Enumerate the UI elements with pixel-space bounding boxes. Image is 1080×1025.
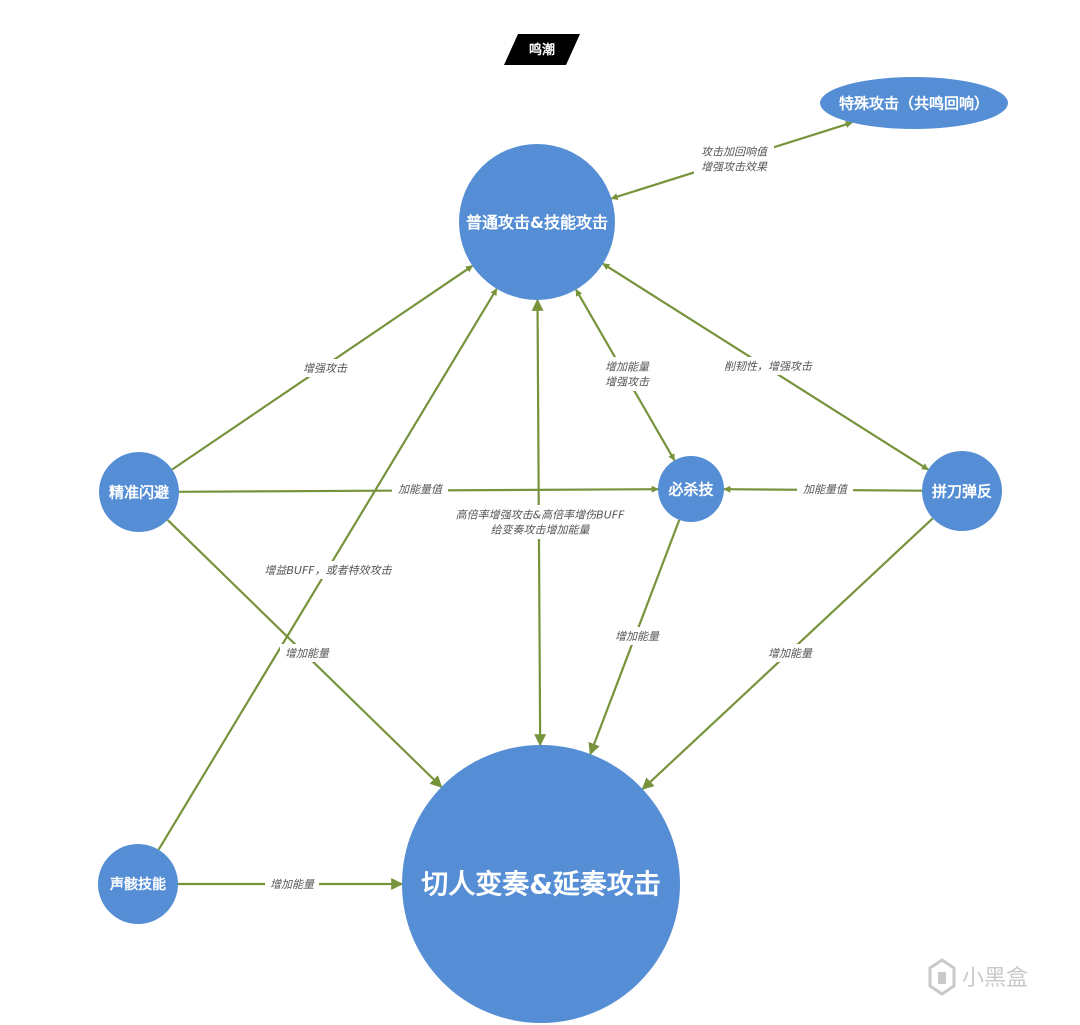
edge-label-parry-to-ultimate: 加能量值 xyxy=(797,480,853,498)
edge-label-text: 增强攻击 xyxy=(605,376,650,389)
xiaoheihe-logo-icon xyxy=(928,958,956,996)
edge-label-text: 增强攻击效果 xyxy=(701,161,768,174)
edge-label-text: 增加能量 xyxy=(605,361,650,374)
node-dodge: 精准闪避 xyxy=(99,452,179,532)
edge-label-background xyxy=(599,357,655,391)
node-shape xyxy=(402,745,680,1023)
edge-label-text: 增加能量 xyxy=(768,647,813,660)
edge-label-text: 加能量值 xyxy=(803,483,849,496)
edge-label-text: 增加能量 xyxy=(285,647,330,660)
edge-label-text: 削韧性，增强攻击 xyxy=(724,360,813,373)
edge-label-text: 增加能量 xyxy=(615,630,660,643)
node-special: 特殊攻击（共鸣回响） xyxy=(820,77,1008,129)
edge-label-dodge-to-ultimate: 加能量值 xyxy=(392,480,448,498)
edge-label-background xyxy=(797,480,853,498)
edge-label-background xyxy=(392,480,448,498)
edge-labels-layer: 攻击加回响值增强攻击效果增强攻击增加能量增强攻击削韧性，增强攻击加能量值加能量值… xyxy=(253,142,853,893)
edge-label-background xyxy=(442,505,638,539)
edge-label-background xyxy=(610,627,664,645)
node-label: 普通攻击&技能攻击 xyxy=(466,213,608,232)
edge-label-text: 增强攻击 xyxy=(303,362,348,375)
edge-label-background xyxy=(265,875,319,893)
node-parry: 拼刀弹反 xyxy=(922,451,1002,531)
edge-label-background xyxy=(280,644,334,662)
watermark: 小黑盒 xyxy=(928,958,1028,996)
node-label: 必杀技 xyxy=(667,480,714,498)
node-shape xyxy=(98,844,178,924)
edge-label-text: 攻击加回响值 xyxy=(701,146,769,159)
edge-label-parry-to-outro: 增加能量 xyxy=(763,644,817,662)
node-shape xyxy=(459,144,615,300)
edge-label-background xyxy=(253,561,403,579)
node-label: 特殊攻击（共鸣回响） xyxy=(839,94,989,112)
node-shape xyxy=(658,456,724,522)
edge-label-text: 加能量值 xyxy=(398,483,444,496)
edge-label-background xyxy=(716,357,820,375)
node-label: 精准闪避 xyxy=(109,483,169,501)
edge-label-text: 增加能量 xyxy=(270,878,315,891)
node-shape xyxy=(922,451,1002,531)
node-ultimate: 必杀技 xyxy=(658,456,724,522)
node-normal: 普通攻击&技能攻击 xyxy=(459,144,615,300)
edge-label-text: 给变奏攻击增加能量 xyxy=(491,524,591,537)
edge-label-dodge-to-normal: 增强攻击 xyxy=(298,359,352,377)
edge-label-normal-to-parry: 削韧性，增强攻击 xyxy=(716,357,820,375)
node-label: 切人变奏&延奏攻击 xyxy=(421,869,661,901)
edge-label-echo-to-outro: 增加能量 xyxy=(265,875,319,893)
title-banner xyxy=(504,34,580,65)
node-outro: 切人变奏&延奏攻击 xyxy=(402,745,680,1023)
edge-label-dodge-to-outro: 增加能量 xyxy=(280,644,334,662)
edge-label-background xyxy=(694,142,774,176)
edge-label-text: 增益BUFF，或者特效攻击 xyxy=(264,564,392,577)
node-shape xyxy=(820,77,1008,129)
title-text: 鸣潮 xyxy=(529,42,555,58)
edge-label-text: 高倍率增强攻击&高倍率增伤BUFF xyxy=(456,509,626,522)
edge-label-outro-to-normal: 高倍率增强攻击&高倍率增伤BUFF 给变奏攻击增加能量 xyxy=(442,505,638,539)
node-label: 拼刀弹反 xyxy=(932,482,992,500)
diagram-title: 鸣潮 xyxy=(504,34,580,65)
node-label: 声骸技能 xyxy=(109,876,166,893)
edge-label-ultimate-to-outro: 增加能量 xyxy=(610,627,664,645)
node-echo: 声骸技能 xyxy=(98,844,178,924)
edge-label-background xyxy=(763,644,817,662)
watermark-text: 小黑盒 xyxy=(962,966,1028,991)
edge-label-background xyxy=(298,359,352,377)
edge-label-echo-to-normal: 增益BUFF，或者特效攻击 xyxy=(253,561,403,579)
node-shape xyxy=(99,452,179,532)
